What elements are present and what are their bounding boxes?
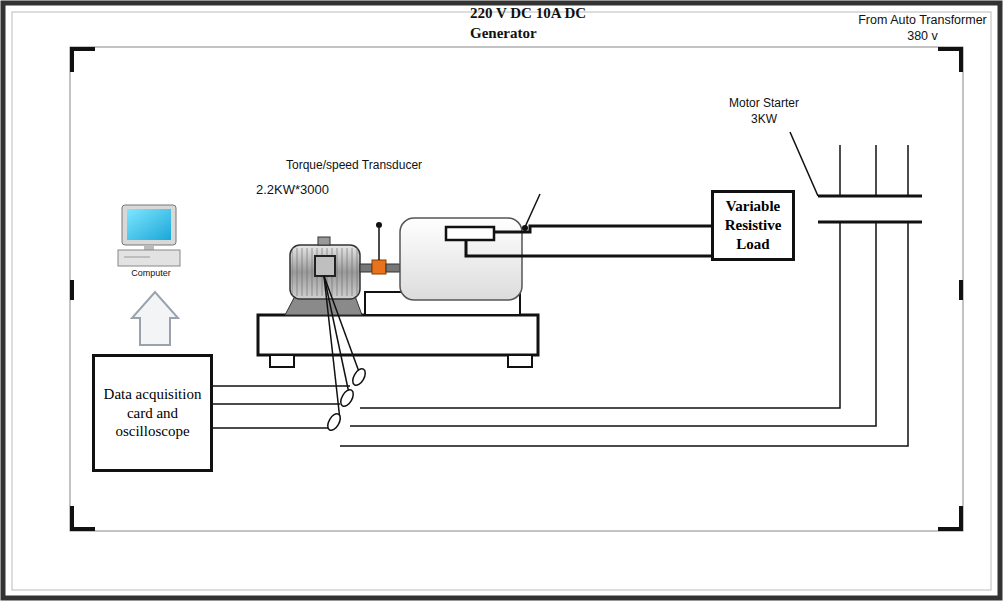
- starter-label: Motor Starter 3KW: [724, 96, 804, 127]
- load-box: Variable Resistive Load: [711, 190, 795, 261]
- current-sensors: [325, 367, 368, 433]
- induction-motor: [285, 237, 372, 315]
- dc-generator: [400, 218, 522, 300]
- computer-icon: [118, 205, 180, 266]
- transducer-label: Torque/speed Transducer: [286, 158, 466, 174]
- computer-label: Computer: [116, 268, 186, 280]
- box-text: Variable Resistive Load: [719, 197, 787, 253]
- supply-label: From Auto Transformer 380 v: [850, 12, 995, 45]
- torque-transducer: [372, 260, 386, 274]
- generator-label: 220 V DC 10A DC Generator: [470, 4, 592, 43]
- motor-rating: 2.2KW*3000: [256, 182, 356, 199]
- box-text: Data acquisition card and oscilloscope: [100, 385, 205, 441]
- block-arrow: [132, 292, 178, 345]
- daq-box: Data acquisition card and oscilloscope: [92, 354, 213, 472]
